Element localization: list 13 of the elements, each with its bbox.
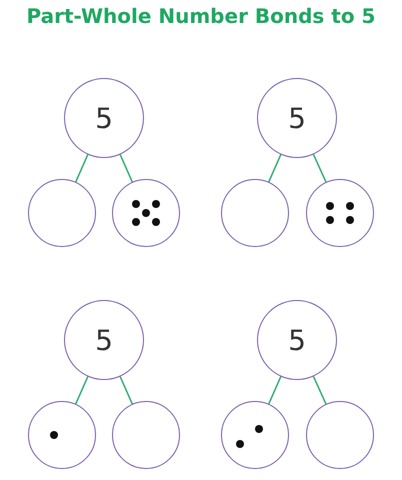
connector-line (119, 376, 133, 404)
connector-line (75, 154, 89, 182)
number-label: 5 (95, 324, 113, 356)
connector-line (268, 154, 282, 182)
connector-line (75, 376, 89, 404)
title: Part-Whole Number Bonds to 5 (26, 4, 376, 28)
connector-line (119, 154, 133, 182)
number-label: 5 (95, 102, 113, 134)
connector-line (312, 154, 327, 182)
number-label: 5 (288, 102, 306, 134)
connector-line (312, 376, 327, 404)
number-label: 5 (288, 324, 306, 356)
connector-line (268, 376, 282, 404)
